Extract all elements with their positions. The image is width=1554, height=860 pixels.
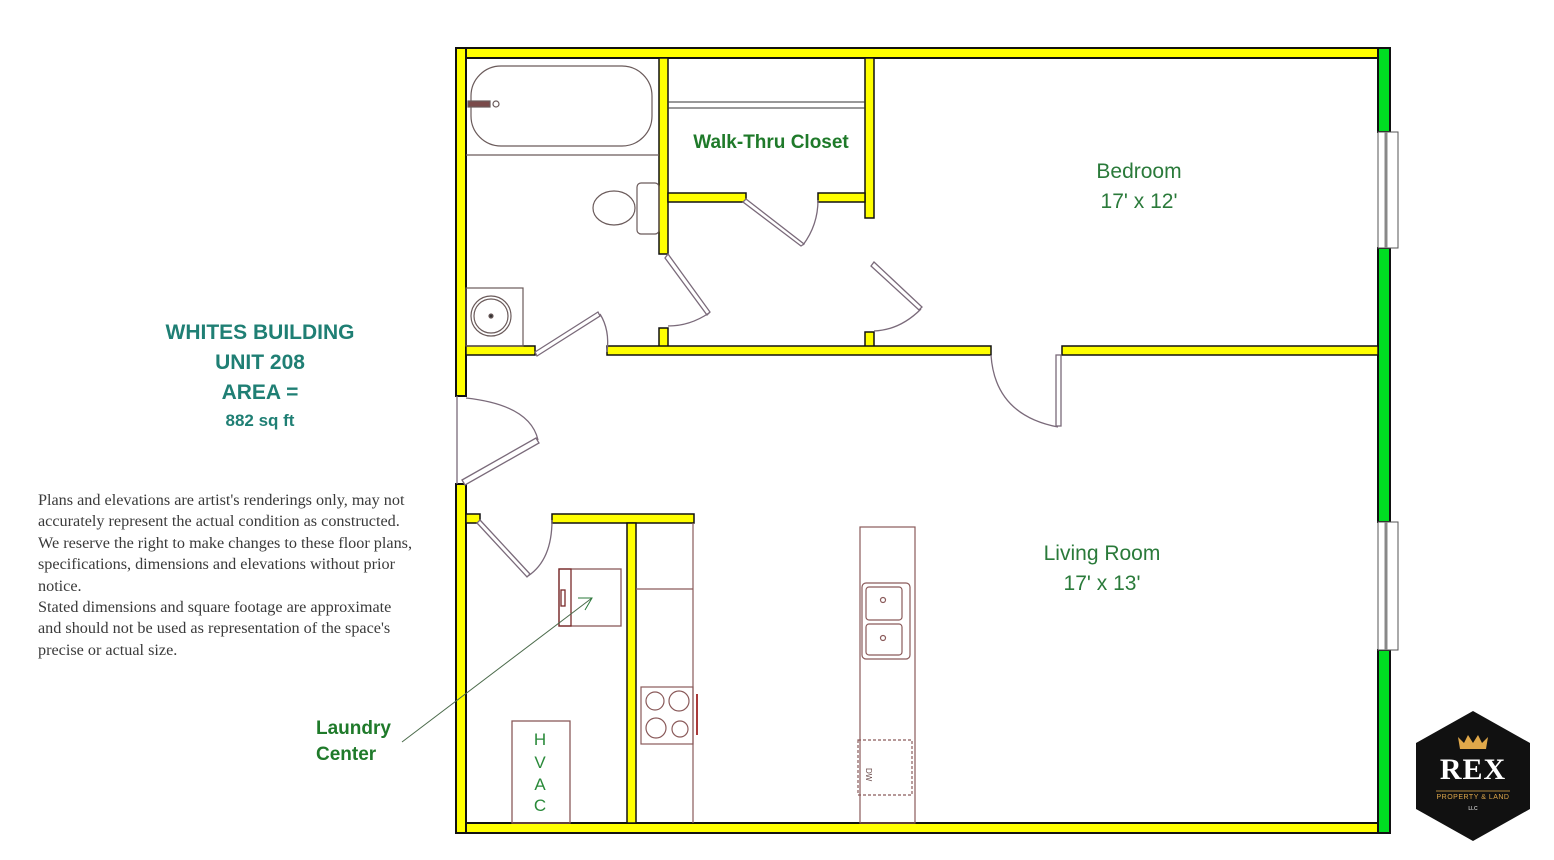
kitchen-island [859, 526, 916, 824]
bathroom-fixtures [465, 65, 660, 347]
rex-logo [1416, 711, 1530, 841]
doors [456, 198, 1062, 578]
area-value: 882 sq ft [225, 411, 295, 430]
hvac-letter: H [534, 730, 546, 749]
building-info: WHITES BUILDING UNIT 208 AREA = 882 sq f… [140, 318, 380, 434]
disclaimer-paragraph: We reserve the right to make changes to … [38, 533, 413, 595]
sink-icon [465, 287, 524, 347]
laundry-center-label: Laundry Center [316, 716, 391, 768]
kitchen-fixtures [636, 523, 916, 824]
dishwasher-icon [857, 739, 913, 796]
window-wall [1377, 47, 1399, 834]
interior-walls [465, 57, 1379, 824]
hvac-letter: C [534, 796, 546, 815]
disclaimer-paragraph: Plans and elevations are artist's render… [38, 491, 405, 531]
outer-walls [455, 47, 1391, 834]
crown-icon [1458, 735, 1488, 749]
toilet-icon [592, 190, 636, 226]
hvac-unit [511, 720, 571, 824]
building-name: WHITES BUILDING [165, 321, 355, 344]
logo-subtitle: PROPERTY & LAND [1436, 794, 1510, 801]
hvac-letter: V [534, 753, 546, 772]
bedroom-dimensions: 17' x 12' [1101, 190, 1178, 213]
laundry-fixtures [511, 568, 622, 824]
living-room-label: Living Room [1044, 542, 1161, 565]
area-label: AREA = [221, 381, 299, 404]
laundry-label-line2: Center [316, 744, 377, 765]
double-sink-icon [861, 582, 911, 660]
dishwasher-label: DW [864, 768, 873, 782]
bedroom-label: Bedroom [1096, 160, 1181, 183]
disclaimer-paragraph: Stated dimensions and square footage are… [38, 598, 392, 659]
laundry-label-line1: Laundry [316, 718, 391, 739]
stove-icon [640, 686, 694, 745]
laundry-pointer-line [401, 597, 593, 743]
unit-number: UNIT 208 [215, 351, 305, 374]
logo-suffix: LLC [1468, 806, 1478, 812]
disclaimer: Plans and elevations are artist's render… [38, 490, 418, 661]
closet-label: Walk-Thru Closet [693, 132, 849, 153]
logo-name: REX [1439, 753, 1507, 786]
living-room-dimensions: 17' x 13' [1064, 572, 1141, 595]
closet-shelf [668, 101, 865, 109]
hvac-letter: A [534, 775, 546, 794]
